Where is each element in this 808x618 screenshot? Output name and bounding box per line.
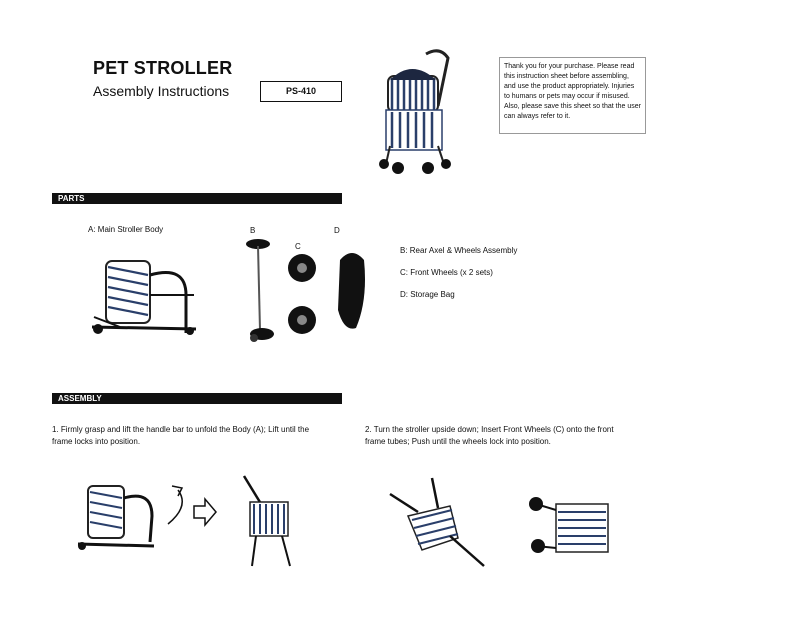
step-2-text: 2. Turn the stroller upside down; Insert… xyxy=(365,425,614,446)
step-1-folded-image xyxy=(77,485,155,550)
curved-arrow-icon xyxy=(167,485,184,525)
part-a-label: A: Main Stroller Body xyxy=(88,225,164,234)
part-d-mark: D xyxy=(334,226,340,235)
parts-section-header: PARTS xyxy=(52,193,342,204)
step-2-wheels-attached-image xyxy=(529,497,609,553)
page-subtitle: Assembly Instructions xyxy=(93,83,230,99)
right-arrow-icon xyxy=(193,496,217,528)
page-title: PET STROLLER xyxy=(93,58,233,78)
part-list-item-b: B: Rear Axel & Wheels Assembly xyxy=(400,246,518,255)
step-1-unfolded-image xyxy=(242,475,291,567)
notice-box: Thank you for your purchase. Please read… xyxy=(499,57,646,134)
assembly-section-header: ASSEMBLY xyxy=(52,393,342,404)
part-a-folded-body-image xyxy=(91,260,197,335)
model-number-box: PS-410 xyxy=(260,81,342,102)
step-1-text: 1. Firmly grasp and lift the handle bar … xyxy=(52,425,310,446)
part-c-mark: C xyxy=(295,242,301,251)
step-2-upside-down-image xyxy=(389,477,485,567)
part-b-mark: B xyxy=(250,226,256,235)
part-b-rear-axle-image xyxy=(246,239,274,342)
part-list-item-c: C: Front Wheels (x 2 sets) xyxy=(400,268,493,277)
part-c-front-wheels-image xyxy=(288,254,316,334)
stroller-hero-image xyxy=(379,49,451,174)
part-list-item-d: D: Storage Bag xyxy=(400,290,455,299)
part-d-storage-bag-image xyxy=(338,253,365,329)
